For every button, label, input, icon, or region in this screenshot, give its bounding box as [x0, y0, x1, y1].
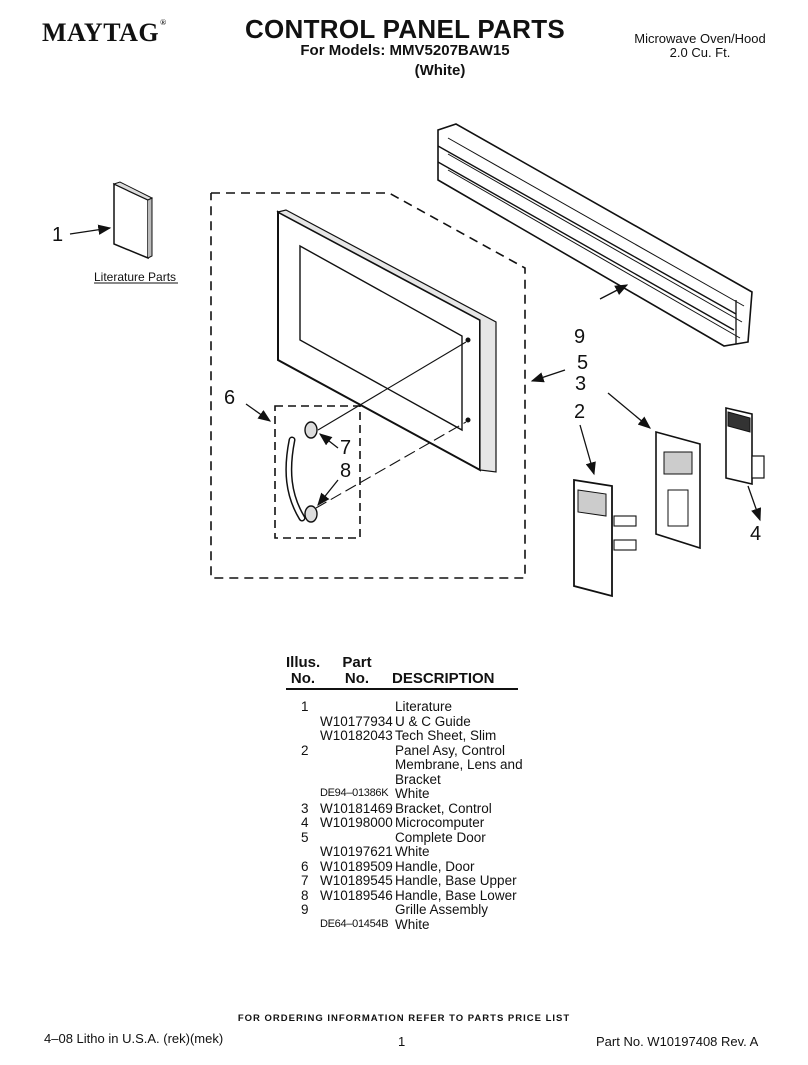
header-illus: Illus. No. — [286, 655, 320, 687]
product-line-1: Microwave Oven/Hood — [634, 31, 766, 46]
table-row: 1 Literature — [286, 699, 546, 714]
callout-3: 3 — [575, 373, 586, 395]
table-row: DE64–01454B White — [286, 917, 546, 932]
grille-assembly-illustration — [437, 123, 753, 347]
document-part-number: Part No. W10197408 Rev. A — [596, 1034, 759, 1049]
header-description: DESCRIPTION — [392, 670, 495, 687]
exploded-parts-diagram: Literature Parts — [52, 123, 765, 598]
header-illus-line-2: No. — [290, 670, 316, 687]
callout-1: 1 — [52, 224, 63, 246]
description-cell: Membrane, Lens and — [395, 757, 523, 772]
table-row: Membrane, Lens and — [286, 757, 546, 772]
illus-cell: 2 — [301, 742, 309, 758]
part-number-cell: DE94–01386K — [320, 787, 389, 799]
description-cell: Handle, Base Lower — [395, 887, 517, 903]
part-number-cell: W10177934 — [320, 713, 393, 729]
callout-6: 6 — [224, 387, 235, 409]
description-cell: Tech Sheet, Slim — [395, 728, 497, 743]
description-cell: Literature — [395, 699, 453, 714]
product-description: Microwave Oven/Hood 2.0 Cu. Ft. — [620, 32, 780, 60]
table-row: Bracket — [286, 772, 546, 787]
illus-cell: 8 — [301, 887, 309, 903]
table-row: DE94–01386K White — [286, 786, 546, 801]
part-number-cell: W10189545 — [320, 873, 393, 888]
illus-cell: 7 — [301, 873, 309, 888]
description-cell: Complete Door — [395, 829, 486, 845]
literature-parts-illustration: Literature Parts — [69, 181, 178, 284]
description-cell: U & C Guide — [395, 713, 471, 729]
part-number-cell: W10198000 — [320, 815, 393, 830]
table-row: 2 Panel Asy, Control — [286, 743, 546, 758]
part-number-cell: W10182043 — [320, 728, 393, 743]
control-panel-illustration — [573, 424, 637, 598]
header-part: Part No. — [338, 655, 376, 687]
callout-9: 9 — [574, 326, 585, 348]
illus-cell: 1 — [301, 699, 309, 714]
description-cell: Bracket, Control — [395, 800, 492, 816]
door-panel — [276, 209, 497, 509]
brand-name: MAYTAG — [42, 18, 160, 47]
description-cell: White — [395, 786, 430, 801]
description-cell: Panel Asy, Control — [395, 742, 506, 758]
header-part-line-2: No. — [344, 670, 370, 687]
header-illus-line-1: Illus. — [286, 654, 321, 671]
illus-cell: 4 — [301, 815, 309, 830]
description-cell: White — [395, 844, 430, 859]
illus-cell: 5 — [301, 829, 309, 845]
part-number-cell: W10189509 — [320, 858, 393, 874]
callout-4: 4 — [750, 523, 761, 545]
description-cell: Bracket — [395, 771, 441, 787]
color-line: (White) — [414, 62, 466, 79]
handle-outline — [245, 403, 361, 539]
part-number-cell: W10181469 — [320, 800, 393, 816]
header-part-line-1: Part — [342, 654, 372, 671]
model-line: For Models: MMV5207BAW15 — [300, 42, 510, 59]
registered-mark: ® — [160, 18, 167, 27]
callout-8: 8 — [340, 460, 351, 482]
callout-5: 5 — [577, 352, 588, 374]
illus-cell: 3 — [301, 800, 309, 816]
description-cell: Grille Assembly — [395, 902, 489, 917]
ordering-note: FOR ORDERING INFORMATION REFER TO PARTS … — [237, 1013, 571, 1024]
part-number-cell: DE64–01454B — [320, 917, 389, 930]
brand-logo: MAYTAG® — [42, 18, 167, 48]
product-line-2: 2.0 Cu. Ft. — [669, 45, 731, 60]
complete-door-outline — [210, 192, 566, 579]
description-cell: Microcomputer — [395, 815, 485, 830]
description-cell: Handle, Door — [395, 858, 475, 874]
illus-cell: 6 — [301, 858, 309, 874]
description-cell: Handle, Base Upper — [395, 873, 517, 888]
header-rule — [286, 688, 518, 690]
page-title: CONTROL PANEL PARTS — [244, 14, 566, 44]
table-row: 9 Grille Assembly — [286, 902, 546, 917]
part-number-cell: W10197621 — [320, 844, 393, 859]
control-bracket-illustration — [607, 392, 701, 550]
literature-parts-label: Literature Parts — [94, 270, 176, 284]
callout-2: 2 — [574, 401, 585, 423]
page-number: 1 — [398, 1034, 406, 1049]
part-number-cell: W10189546 — [320, 887, 393, 903]
microcomputer-illustration — [725, 406, 765, 522]
table-row: 5 Complete Door — [286, 830, 546, 845]
description-cell: White — [395, 916, 430, 932]
illus-cell: 9 — [301, 902, 309, 917]
litho-note: 4–08 Litho in U.S.A. (rek)(mek) — [44, 1031, 224, 1046]
callout-7: 7 — [340, 437, 351, 459]
